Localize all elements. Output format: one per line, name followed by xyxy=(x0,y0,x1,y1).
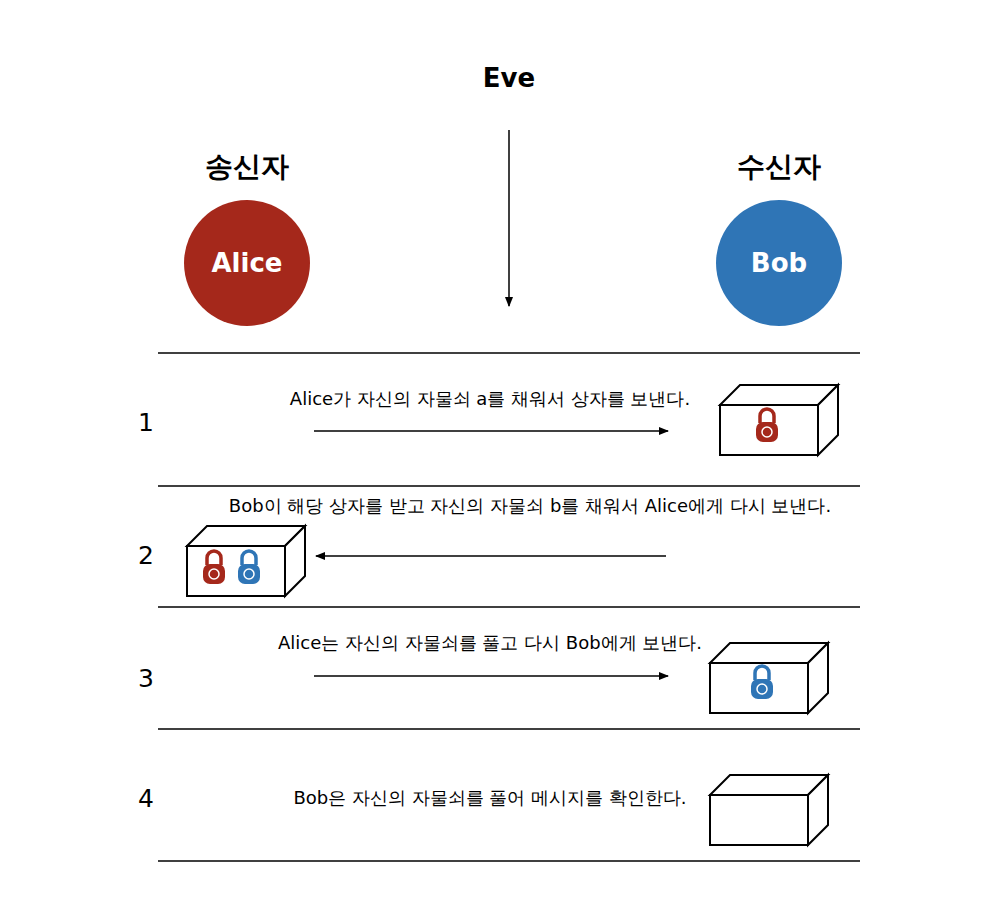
role-heading: 송신자 xyxy=(205,148,289,186)
role-heading: 수신자 xyxy=(737,148,821,186)
party-circle: 송신자 Alice xyxy=(184,148,310,326)
step-number: 4 xyxy=(138,784,154,813)
locked-box xyxy=(720,385,838,455)
step-description: Alice가 자신의 자물쇠 a를 채워서 상자를 보낸다. xyxy=(290,387,690,411)
double-locked-box xyxy=(187,526,305,596)
party-name: Bob xyxy=(751,248,807,278)
eavesdrop-arrow xyxy=(508,130,510,306)
locked-box xyxy=(710,643,828,713)
open-box xyxy=(710,775,828,845)
party-circle: 수신자 Bob xyxy=(716,138,842,326)
party-circle-shape: Alice xyxy=(184,200,310,326)
send-arrow xyxy=(314,675,668,677)
step-description: Alice는 자신의 자물쇠를 풀고 다시 Bob에게 보낸다. xyxy=(278,631,702,655)
step-description: Bob이 해당 상자를 받고 자신의 자물쇠 b를 채워서 Alice에게 다시… xyxy=(229,494,831,518)
step-number: 3 xyxy=(138,664,154,693)
send-arrow xyxy=(314,430,668,432)
eavesdropper-label: Eve xyxy=(483,63,535,93)
step-description: Bob은 자신의 자물쇠를 풀어 메시지를 확인한다. xyxy=(293,786,686,810)
step-number: 2 xyxy=(138,541,154,570)
party-circle-shape: Bob xyxy=(716,200,842,326)
party-name: Alice xyxy=(212,248,283,278)
row-separators xyxy=(158,353,860,861)
step-number: 1 xyxy=(138,408,154,437)
return-arrow xyxy=(316,555,666,557)
